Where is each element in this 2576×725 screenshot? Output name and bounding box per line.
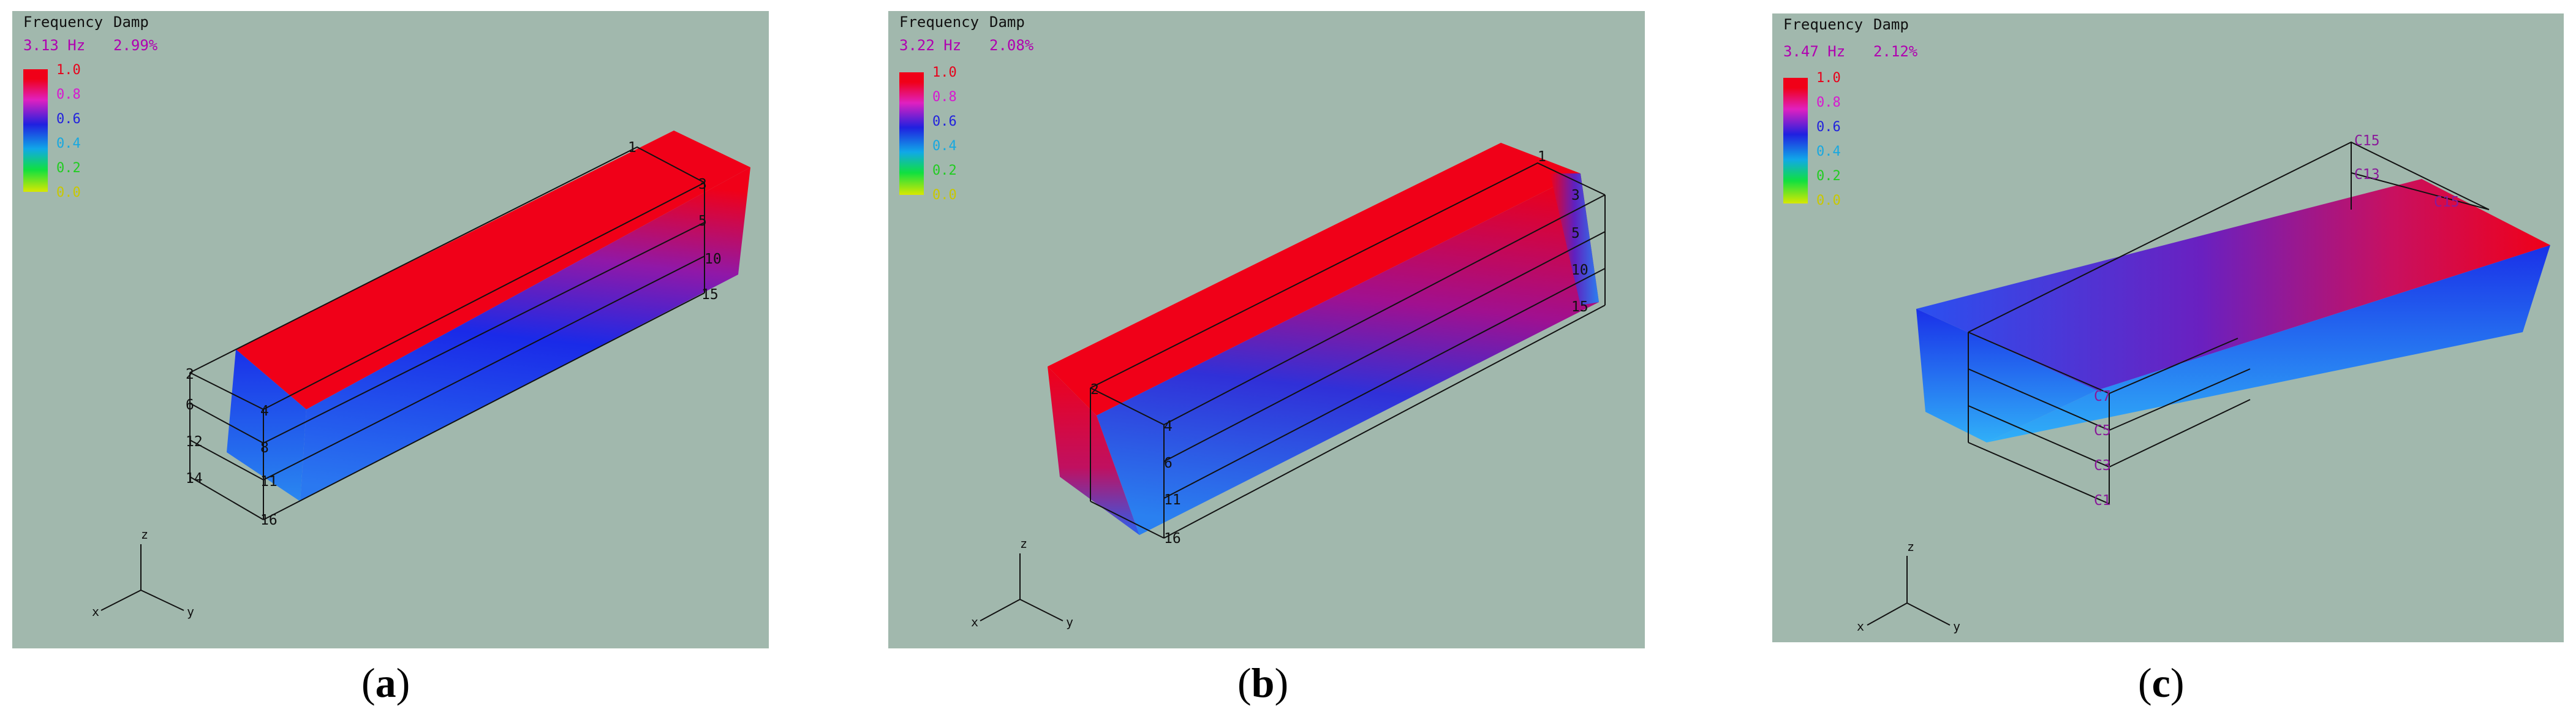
beam-top-face xyxy=(1048,143,1581,416)
damp-header: Damp xyxy=(1873,16,1909,33)
mode-shape-3d-view-b xyxy=(980,143,1606,621)
legend-label: 1.0 xyxy=(56,63,81,78)
node-label: 11 xyxy=(260,474,278,490)
beam-end-face xyxy=(227,349,306,501)
legend-label: 0.6 xyxy=(932,114,957,129)
axis-triad xyxy=(100,544,184,611)
node-label: 2 xyxy=(186,366,194,382)
node-label: 10 xyxy=(704,251,722,267)
damp-value: 2.99% xyxy=(113,37,158,54)
frequency-header: Frequency xyxy=(23,13,104,31)
legend-label: 0.8 xyxy=(1816,95,1841,110)
color-legend-bar xyxy=(899,72,924,195)
legend-label: 1.0 xyxy=(932,65,957,80)
caption-c: (c) xyxy=(2138,659,2185,706)
axis-label-x: x xyxy=(92,604,100,619)
axis-label-y: y xyxy=(1953,619,1961,634)
mode-shape-panel-c: Frequency Damp 3.47 Hz 2.12% 1.0 0.8 0.6… xyxy=(1772,13,2564,642)
axis-triad xyxy=(1867,556,1951,626)
legend-label: 1.0 xyxy=(1816,70,1841,86)
damp-header: Damp xyxy=(113,13,149,31)
legend-label: 0.2 xyxy=(56,161,81,176)
frequency-value: 3.22 Hz xyxy=(899,37,962,54)
beam-top-face xyxy=(1916,179,2550,390)
node-label: 11 xyxy=(1164,492,1181,508)
node-label: 12 xyxy=(186,434,203,450)
node-label: 6 xyxy=(186,397,194,413)
mode-shape-3d-view-a xyxy=(100,131,750,611)
undeformed-wireframe xyxy=(189,146,705,520)
node-label: 15 xyxy=(1571,299,1588,315)
caption-b: (b) xyxy=(1237,659,1289,706)
axis-label-x: x xyxy=(1857,619,1865,634)
beam-top-face xyxy=(236,131,750,409)
legend-label: 0.8 xyxy=(932,89,957,105)
node-label: 16 xyxy=(1164,531,1181,547)
color-legend-bar xyxy=(1783,78,1808,203)
node-label: 8 xyxy=(260,440,269,456)
node-label: C13 xyxy=(2354,167,2380,183)
axis-label-z: z xyxy=(1907,539,1915,554)
mode-shape-panel-b: Frequency Damp 3.22 Hz 2.08% 1.0 0.8 0.6… xyxy=(888,11,1645,648)
legend-label: 0.6 xyxy=(56,112,81,127)
mode-shape-panel-a: Frequency Damp 3.13 Hz 2.99% 1.0 0.8 0.6… xyxy=(12,11,769,648)
beam-end-face xyxy=(1916,309,2097,442)
frequency-value: 3.13 Hz xyxy=(23,37,86,54)
node-label: 6 xyxy=(1164,455,1173,471)
legend-label: 0.2 xyxy=(1816,169,1841,184)
legend-label: 0.0 xyxy=(56,185,81,200)
axis-label-y: y xyxy=(187,604,195,619)
axis-triad xyxy=(980,553,1063,621)
legend-label: 0.4 xyxy=(1816,144,1841,159)
axis-label-z: z xyxy=(141,527,149,542)
node-label: 4 xyxy=(260,403,269,419)
axis-label-y: y xyxy=(1066,615,1074,629)
frequency-value: 3.47 Hz xyxy=(1783,43,1846,60)
legend-label: 0.8 xyxy=(56,87,81,102)
node-label: 10 xyxy=(1571,262,1588,278)
axis-label-z: z xyxy=(1020,536,1028,551)
frequency-header: Frequency xyxy=(1783,16,1864,33)
node-label: C1 xyxy=(2094,493,2111,509)
axis-label-x: x xyxy=(971,615,979,629)
beam-end-face xyxy=(1048,366,1139,535)
node-label: 1 xyxy=(628,140,636,156)
legend-label: 0.6 xyxy=(1816,120,1841,135)
caption-a: (a) xyxy=(361,659,410,706)
node-label: C7 xyxy=(2094,389,2111,404)
legend-label: 0.0 xyxy=(1816,193,1841,208)
node-label: C5 xyxy=(2094,423,2111,439)
node-label: 3 xyxy=(698,177,707,192)
beam-side-face xyxy=(1987,245,2550,442)
legend-label: 0.0 xyxy=(932,188,957,203)
node-label: 4 xyxy=(1164,419,1173,435)
color-legend-bar xyxy=(23,69,48,192)
damp-value: 2.08% xyxy=(989,37,1034,54)
damp-value: 2.12% xyxy=(1873,43,1918,60)
node-label: C15 xyxy=(2434,194,2460,210)
node-label: 16 xyxy=(260,512,278,528)
node-label: 15 xyxy=(701,287,719,303)
legend-label: 0.2 xyxy=(932,163,957,178)
damp-header: Damp xyxy=(989,13,1025,31)
node-label: 5 xyxy=(1571,226,1580,241)
node-label: C3 xyxy=(2094,458,2111,474)
beam-side-face xyxy=(300,167,750,501)
node-label: C15 xyxy=(2354,133,2380,149)
node-label: 5 xyxy=(698,213,707,229)
mode-shape-3d-view-c xyxy=(1867,141,2550,626)
node-label: 1 xyxy=(1538,149,1546,165)
undeformed-wireframe xyxy=(1968,141,2490,504)
frequency-header: Frequency xyxy=(899,13,980,31)
legend-label: 0.4 xyxy=(932,139,957,154)
node-label: 3 xyxy=(1571,188,1580,203)
node-label: 14 xyxy=(186,471,203,487)
legend-label: 0.4 xyxy=(56,136,81,151)
beam-far-end-face xyxy=(1550,173,1599,305)
undeformed-wireframe xyxy=(1090,162,1606,539)
node-label: 2 xyxy=(1090,382,1099,398)
